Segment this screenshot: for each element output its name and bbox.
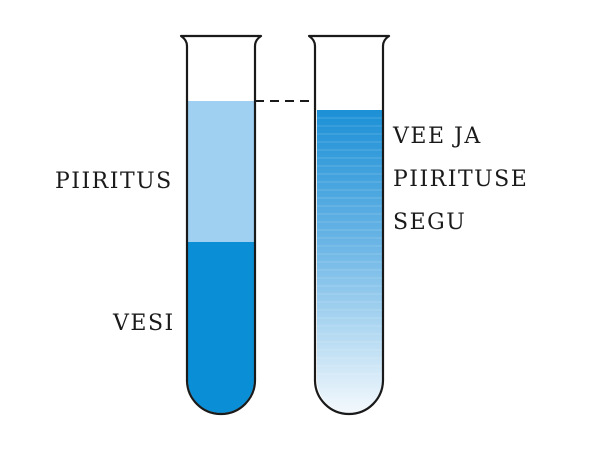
alcohol-layer [188,101,254,242]
label-mixture-line2: PIIRITUSE [393,167,528,192]
label-water: VESI [112,311,175,336]
left-test-tube [179,34,263,416]
right-test-tube [307,34,391,416]
label-mixture-line1: VEE JA [392,124,482,149]
label-mixture-line3: SEGU [393,210,466,235]
mixture-stripes [317,117,383,375]
right-tube-glass [307,34,391,416]
water-layer [188,242,254,413]
label-alcohol: PIIRITUS [55,169,173,194]
mixture-layer [317,110,383,413]
left-tube-glass [179,34,263,416]
